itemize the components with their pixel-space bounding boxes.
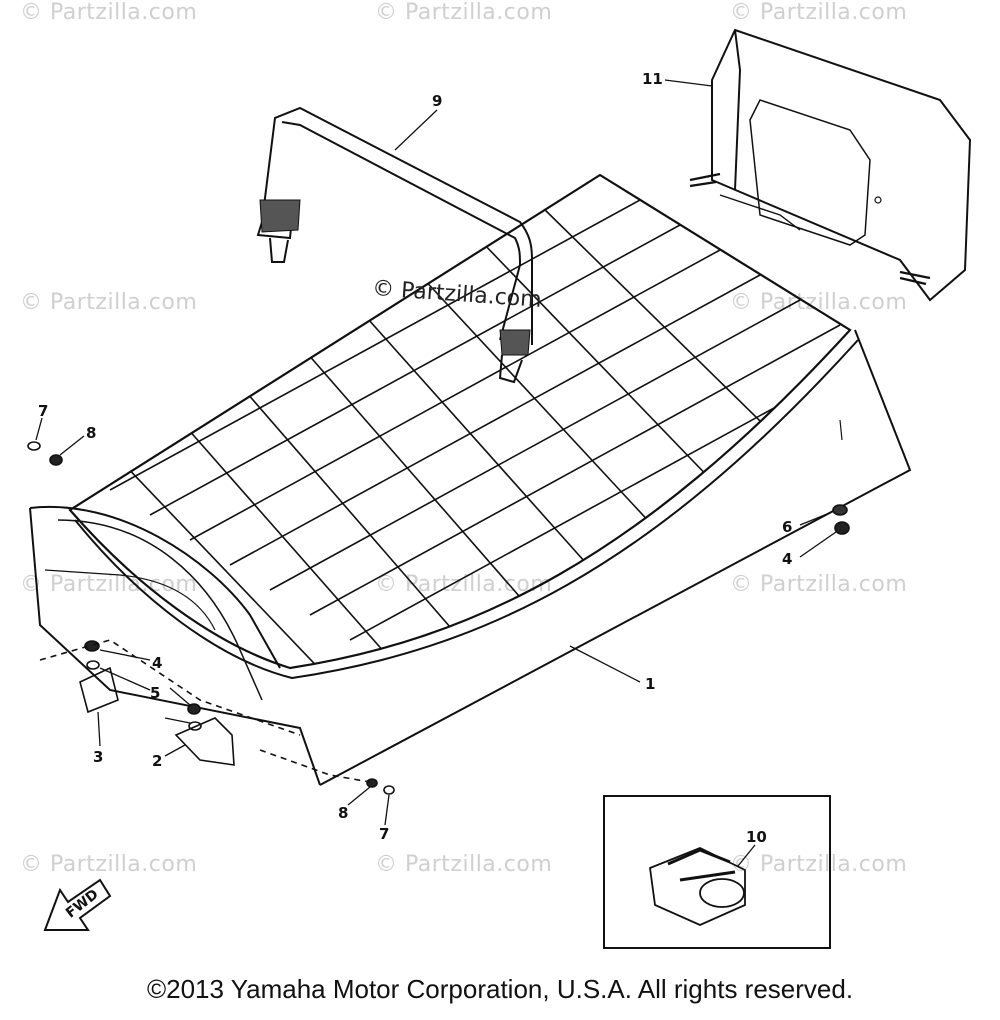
grab-bar	[256, 106, 533, 384]
washer-6	[832, 504, 848, 516]
copyright-notice: ©2013 Yamaha Motor Corporation, U.S.A. A…	[146, 974, 854, 1004]
callout-5: 5	[150, 684, 161, 702]
callout-6: 6	[782, 518, 793, 536]
callout-1: 1	[645, 675, 656, 693]
callout-8-bottom: 8	[338, 804, 349, 822]
inset-box	[603, 795, 831, 949]
watermark: © Partzilla.com	[375, 572, 553, 597]
callout-4-left: 4	[152, 654, 163, 672]
leader-lines	[35, 79, 837, 826]
callout-3: 3	[93, 748, 104, 766]
watermark: © Partzilla.com	[375, 0, 553, 25]
bracket-2	[174, 717, 235, 766]
washer-8-left	[49, 454, 63, 466]
watermark: © Partzilla.com	[20, 290, 198, 315]
watermark: © Partzilla.com	[20, 572, 198, 597]
callout-4-right: 4	[782, 550, 793, 568]
watermark: © Partzilla.com	[20, 852, 198, 877]
fwd-arrow-icon	[43, 878, 112, 931]
watermark: © Partzilla.com	[20, 0, 198, 25]
bolt-7-bottom	[383, 785, 395, 795]
tail-lamp	[689, 28, 972, 302]
watermark: © Partzilla.com	[730, 0, 908, 25]
callout-9: 9	[432, 92, 443, 110]
washer-5-b	[188, 721, 202, 731]
seat-base	[29, 329, 912, 786]
callout-11: 11	[642, 70, 663, 88]
callout-10: 10	[746, 828, 767, 846]
hardware	[27, 441, 850, 795]
callout-7-bottom: 7	[379, 825, 390, 843]
seat-cushion	[68, 173, 859, 680]
watermark: © Partzilla.com	[375, 852, 553, 877]
nut-4-b	[187, 703, 201, 715]
callout-7-top: 7	[38, 402, 49, 420]
washer-5-a	[86, 660, 100, 670]
nut-4-right	[834, 521, 850, 535]
watermark: © Partzilla.com	[730, 852, 908, 877]
watermark: © Partzilla.com	[730, 572, 908, 597]
callout-8-top: 8	[86, 424, 97, 442]
washer-8-bottom	[366, 778, 378, 788]
bolt-7-left	[27, 441, 41, 451]
callout-2: 2	[152, 752, 163, 770]
bracket-3	[79, 666, 119, 714]
